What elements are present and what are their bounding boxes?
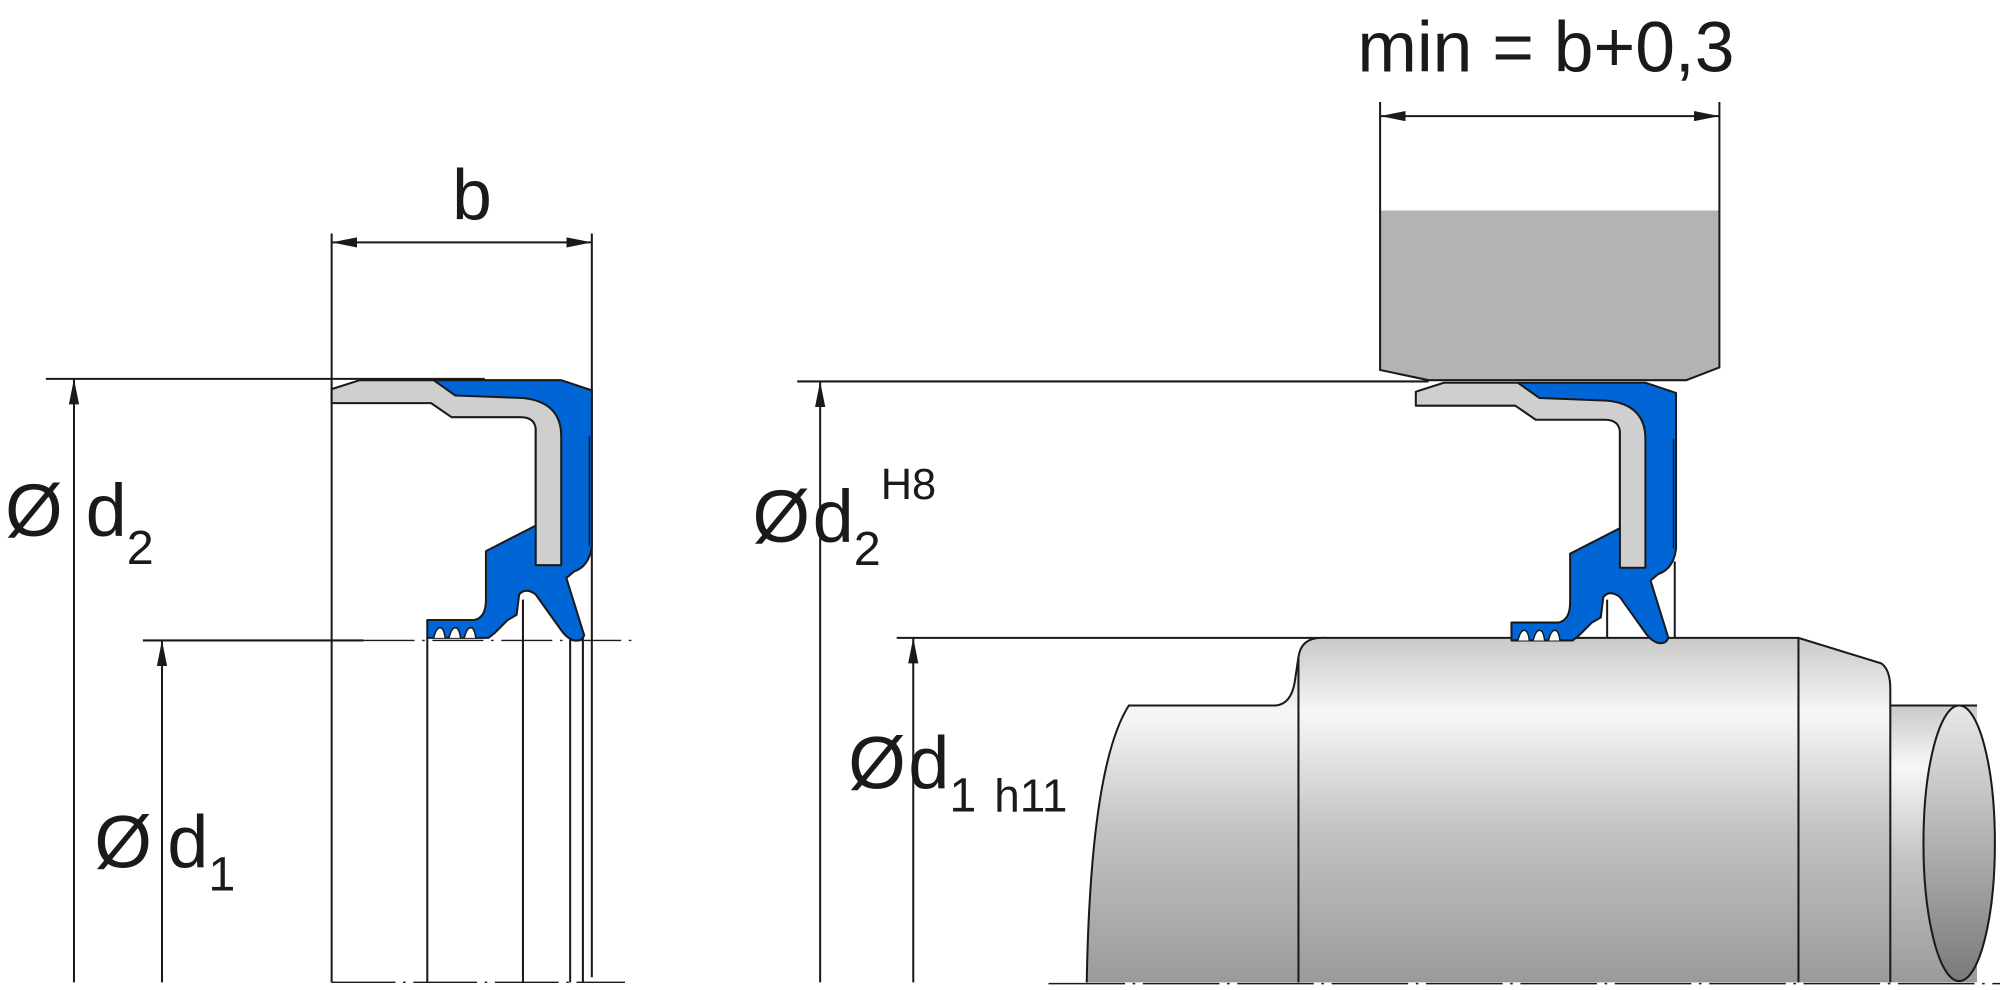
extension-lines — [45, 233, 636, 984]
b-label: b — [452, 155, 492, 235]
bore-diameter-label: Ød2H8 — [753, 461, 937, 576]
seal-cross-section-installed — [1414, 381, 1678, 645]
housing — [1379, 102, 1721, 382]
shaft — [1048, 636, 2000, 985]
housing-width-label: min = b+0,3 — [1357, 7, 1734, 87]
seal-cross-section — [330, 379, 593, 642]
